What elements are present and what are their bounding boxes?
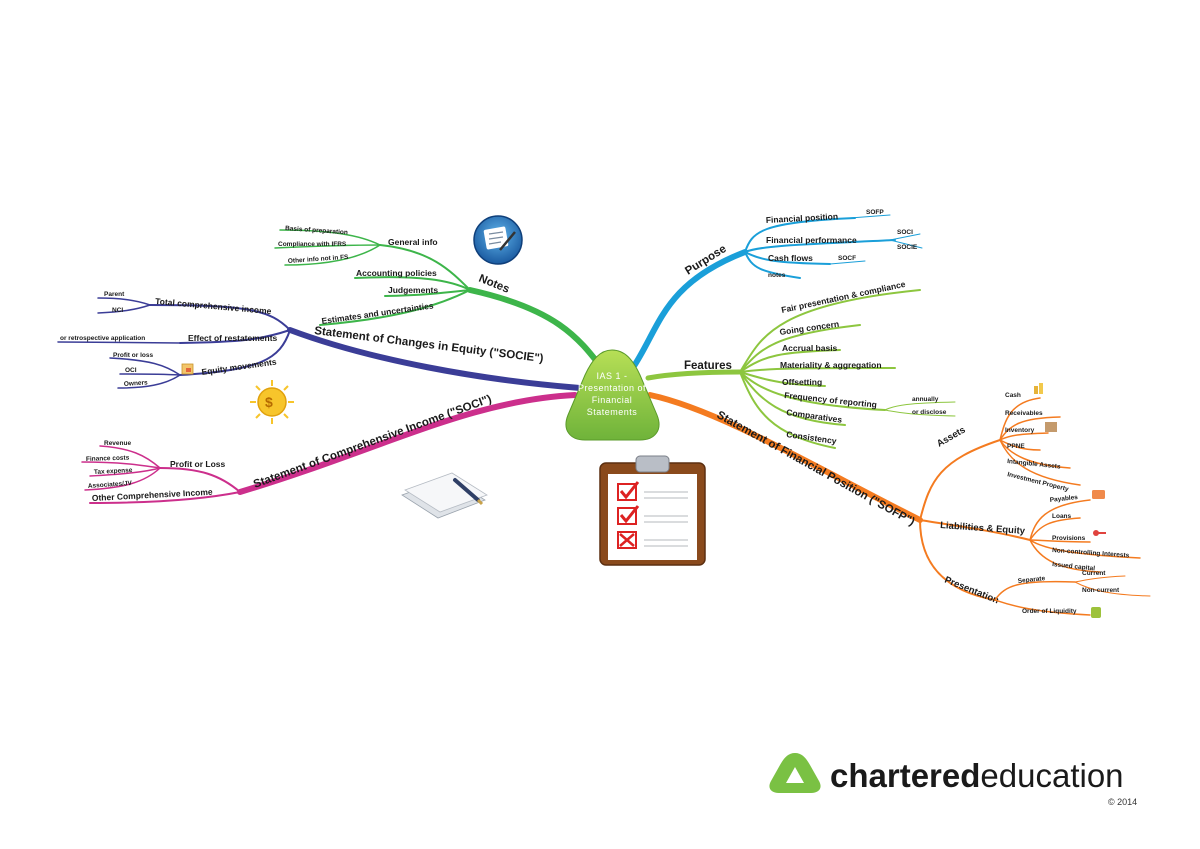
purpose-item-financial-performance: Financial performance: [766, 235, 857, 245]
brand-name-bold: chartered: [830, 757, 980, 794]
soci-pl-associates: Associates/JV: [88, 480, 133, 490]
notes-document-icon: [473, 215, 523, 265]
center-line-3: Financial: [592, 395, 633, 405]
inventory-box-icon: [1045, 422, 1057, 432]
purpose-tag-soci: SOCI: [897, 229, 913, 236]
socie-branch: Statement of Changes in Equity ("SOCIE")…: [57, 291, 583, 391]
socie-restatements-retro: or retrospective application: [60, 335, 145, 342]
sofp-liabilities-label: Liabilities & Equity: [940, 520, 1026, 537]
soci-branch: Statement of Comprehensive Income ("SOCI…: [81, 392, 578, 504]
purpose-tag-socie: SOCIE: [897, 244, 918, 251]
brand-copyright: © 2014: [1108, 797, 1137, 807]
sofp-asset-intangibles: Intangible Assets: [1007, 458, 1061, 471]
paper-pen-icon: [401, 472, 488, 519]
center-line-2: Presentation of: [578, 383, 646, 393]
sofp-branch: Statement of Financial Position ("SOFP")…: [647, 383, 1151, 618]
feature-frequency-disclose: or disclose: [912, 409, 947, 416]
purpose-item-notes: notes: [768, 272, 786, 279]
socie-tci-parent: Parent: [104, 291, 125, 298]
feature-comparatives: Comparatives: [786, 407, 843, 425]
provisions-key-icon: [1093, 530, 1106, 536]
soci-pl-finance-costs: Finance costs: [86, 454, 130, 463]
feature-materiality: Materiality & aggregation: [780, 360, 882, 370]
sofp-liability-payables: Payables: [1049, 494, 1078, 504]
center-line-4: Statements: [587, 407, 638, 417]
sofp-liability-nci: Non-controlling Interests: [1052, 547, 1130, 559]
sun-money-icon: $: [250, 380, 294, 424]
notes-general-compliance: Compliance with IFRS: [278, 241, 347, 248]
feature-frequency: Frequency of reporting: [784, 390, 878, 410]
sofp-assets-label: Assets: [935, 424, 967, 449]
liquidity-cup-icon: [1091, 607, 1101, 618]
notes-estimates: Estimates and uncertainties: [321, 300, 434, 326]
socie-tci-nci: NCI: [112, 307, 123, 314]
sofp-asset-inventory: Inventory: [1005, 427, 1035, 434]
socie-label: Statement of Changes in Equity ("SOCIE"): [314, 325, 545, 365]
brand-name-regular: education: [980, 757, 1123, 794]
svg-text:charterededucation: charterededucation: [830, 757, 1124, 794]
sofp-liability-loans: Loans: [1052, 513, 1072, 520]
notes-general-basis: Basis of preparation: [285, 225, 348, 236]
socie-equity-label: Equity movements: [201, 357, 278, 377]
svg-text:$: $: [265, 394, 273, 410]
logo-triangle-icon: [769, 753, 821, 793]
features-label: Features: [684, 360, 732, 372]
clipboard-checklist-icon: [599, 455, 706, 566]
feature-consistency: Consistency: [786, 429, 838, 446]
socie-equity-pl: Profit or loss: [113, 352, 153, 359]
sofp-liability-provisions: Provisions: [1052, 535, 1086, 542]
feature-offsetting: Offsetting: [782, 377, 822, 387]
soci-pl-tax: Tax expense: [94, 467, 133, 476]
notes-accounting-policies: Accounting policies: [356, 268, 437, 278]
feature-accrual-basis: Accrual basis: [782, 343, 838, 353]
notes-judgements: Judgements: [388, 285, 438, 295]
center-line-1: IAS 1 -: [596, 371, 627, 381]
feature-frequency-annually: annually: [912, 396, 939, 403]
purpose-item-financial-position: Financial position: [766, 211, 839, 225]
soci-pl-label: Profit or Loss: [170, 459, 226, 469]
sofp-presentation-current: Current: [1082, 570, 1106, 577]
sofp-presentation-separate: Separate: [1017, 575, 1045, 585]
soci-oci: Other Comprehensive Income: [92, 487, 214, 503]
soci-pl-revenue: Revenue: [104, 440, 131, 447]
equity-movements-icon: [181, 363, 194, 375]
socie-equity-owners: Owners: [124, 379, 149, 388]
purpose-tag-sofp: SOFP: [866, 209, 884, 216]
features-branch: Features Fair presentation & compliance …: [645, 279, 956, 449]
socie-tci-label: Total comprehensive income: [155, 296, 272, 316]
sofp-label: Statement of Financial Position ("SOFP"): [715, 409, 917, 528]
coins-icon: [1034, 383, 1043, 394]
purpose-item-cash-flows: Cash flows: [768, 253, 813, 263]
purpose-tag-socf: SOCF: [838, 255, 856, 262]
sofp-asset-ppne: PPNE: [1007, 443, 1025, 450]
feature-fair-presentation: Fair presentation & compliance: [780, 279, 906, 315]
sofp-presentation-non-current: Non-current: [1082, 587, 1120, 594]
sofp-asset-cash: Cash: [1005, 392, 1021, 399]
brand-logo: charterededucation © 2014: [769, 753, 1137, 807]
sofp-presentation-label: Presentation: [943, 575, 1001, 607]
sofp-presentation-liquidity: Order of Liquidity: [1022, 608, 1077, 615]
sofp-asset-receivables: Receivables: [1005, 410, 1043, 417]
socie-equity-oci: OCI: [125, 367, 137, 374]
socie-restatements-label: Effect of restatements: [188, 333, 278, 343]
notes-general-label: General info: [388, 237, 438, 247]
sofp-liability-issued-capital: Issued capital: [1052, 561, 1096, 572]
payables-card-icon: [1092, 490, 1105, 499]
notes-general-other: Other info not in FS: [288, 254, 350, 265]
center-node[interactable]: IAS 1 - Presentation of Financial Statem…: [565, 349, 660, 441]
